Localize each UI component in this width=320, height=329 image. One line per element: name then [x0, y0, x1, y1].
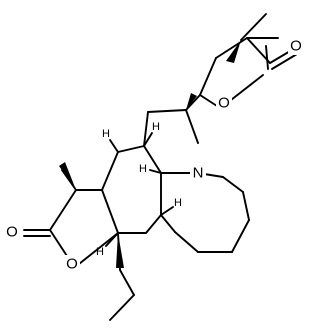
bond [49, 189, 77, 231]
wedge-bond [116, 233, 124, 268]
bond [101, 189, 119, 234]
bond [143, 111, 149, 147]
bond [265, 45, 269, 70]
oxygen-label: O [218, 95, 230, 112]
bond [160, 206, 174, 216]
wedge-bond [59, 162, 76, 190]
label-background [190, 164, 206, 182]
bond [240, 13, 267, 41]
chemical-structure: N O O O O H H H H H [4, 13, 304, 321]
bond [174, 231, 199, 253]
bond [271, 53, 298, 70]
bond [199, 57, 217, 96]
oxygen-label: O [66, 256, 78, 273]
hydrogen-label: H [139, 163, 147, 175]
oxygen-label: O [6, 224, 18, 241]
hydrogen-label: H [102, 128, 110, 140]
label-background [64, 255, 80, 273]
bond [109, 294, 135, 321]
bond [145, 214, 162, 234]
bond [105, 232, 119, 247]
nitrogen-label: N [193, 165, 204, 182]
bond [78, 232, 119, 265]
label-background [4, 223, 20, 241]
bond [49, 229, 68, 257]
bond [119, 269, 135, 296]
bond [185, 94, 201, 111]
hydrogen-label: H [152, 121, 160, 133]
bond [143, 145, 162, 174]
label-background [288, 37, 304, 55]
hydrogen-label: H [96, 246, 104, 258]
atom-labels: N O O O O [4, 37, 304, 273]
label-background [216, 94, 232, 112]
bond [222, 176, 244, 193]
core-ring-system [23, 94, 250, 321]
stereo-wedges [59, 40, 241, 268]
bond [230, 74, 264, 101]
hydrogen-label: H [174, 197, 182, 209]
bond [185, 109, 199, 144]
bond [231, 219, 250, 253]
bond [117, 145, 145, 153]
bond [160, 214, 176, 233]
wedge-bond [186, 93, 197, 110]
stereo-hydrogens: H H H H H [96, 121, 182, 258]
bond [199, 94, 218, 107]
bond [101, 151, 119, 191]
bond [109, 139, 119, 153]
bond [242, 191, 250, 221]
wedge-bond [226, 40, 241, 63]
top-lactone-ring [199, 13, 298, 107]
oxygen-label: O [290, 38, 302, 55]
bond [149, 169, 162, 174]
bond [215, 37, 248, 59]
bond [143, 132, 153, 147]
bond [147, 109, 187, 113]
